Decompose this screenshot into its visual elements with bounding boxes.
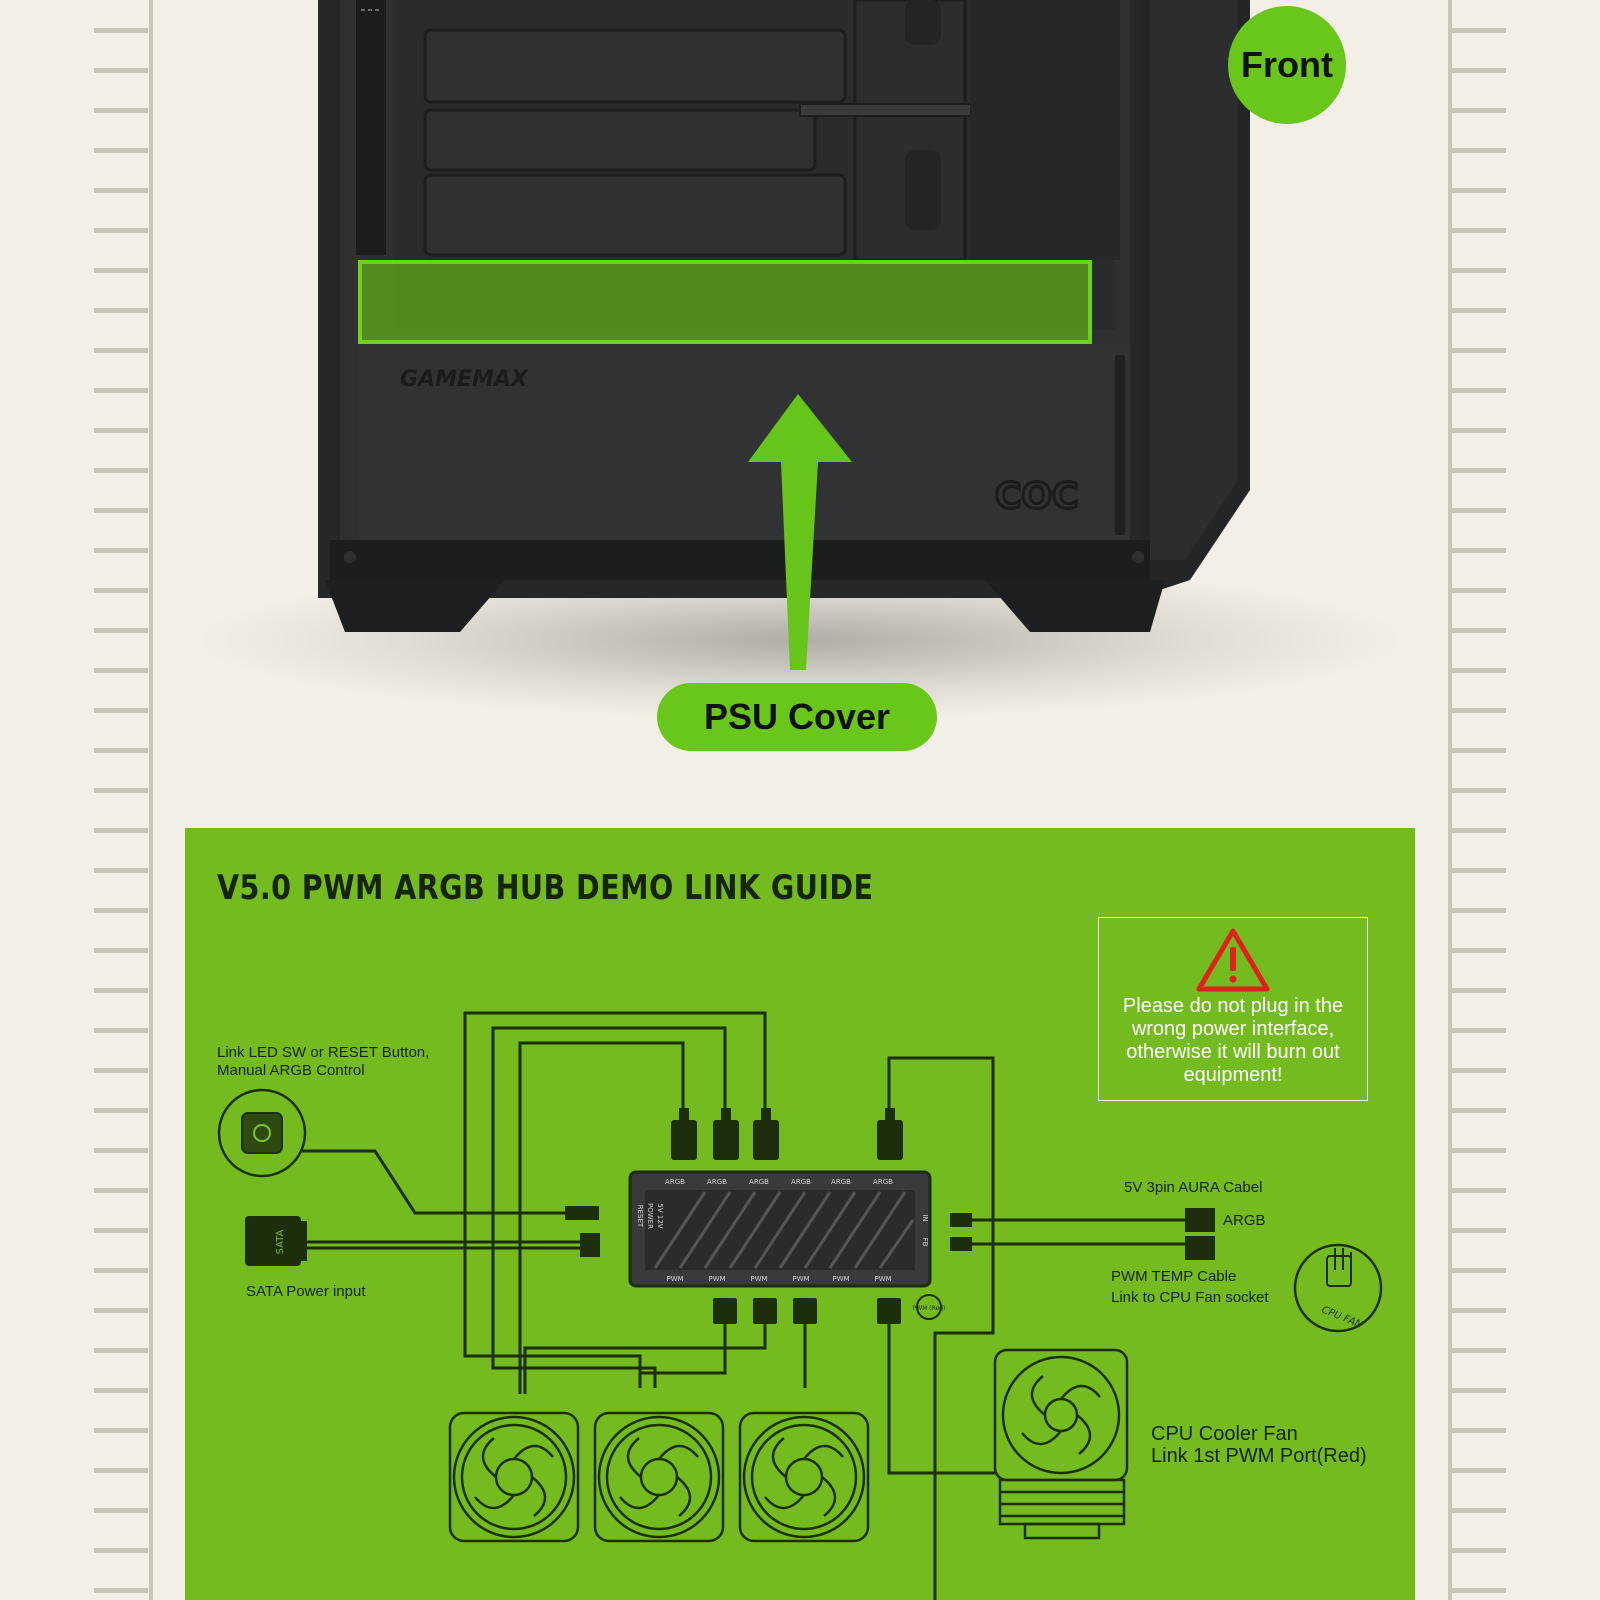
hub-left-port-label: RESET — [636, 1205, 644, 1228]
case-fan-icon — [593, 1411, 725, 1543]
sata-chip-text: SATA — [275, 1229, 286, 1254]
hub-top-port-label: ARGB — [665, 1178, 685, 1186]
cpu-cooler-label-line1: CPU Cooler Fan — [1151, 1423, 1298, 1445]
psu-cover-label: PSU Cover — [703, 696, 891, 737]
warning-box: Please do not plug in the wrong power in… — [1098, 917, 1368, 1101]
wiring-diagram: SATA ARGB ARGB ARGB ARGB ARGB ARGB — [217, 1011, 1383, 1600]
hub-bottom-port-label: PWM — [874, 1275, 891, 1283]
warning-text: Please do not plug in the wrong power in… — [1122, 995, 1344, 1086]
cpu-fan-socket-icon — [1326, 1248, 1352, 1287]
cpu-fan-socket-text: CPU FAN — [1320, 1305, 1364, 1332]
psu-cover-badge: PSU Cover — [657, 683, 937, 751]
front-badge: Front — [1228, 6, 1346, 124]
case-fan-icon — [448, 1411, 580, 1543]
case-fan-icon — [738, 1411, 870, 1543]
warning-icon — [1196, 928, 1270, 992]
sata-power-label: SATA Power input — [246, 1283, 366, 1300]
cpu-cooler-icon — [993, 1348, 1129, 1540]
led-button-icon — [253, 1124, 271, 1142]
argb-label: ARGB — [1223, 1212, 1266, 1229]
up-arrow-icon — [748, 394, 852, 670]
hub-right-port-label: FB — [921, 1238, 929, 1247]
hub-left-port-label: POWER — [646, 1203, 654, 1229]
sata-connector-icon: SATA — [245, 1216, 307, 1266]
led-sw-label-line1: Link LED SW or RESET Button, — [217, 1044, 430, 1061]
hub-bottom-port-label: PWM — [792, 1275, 809, 1283]
guide-title: V5.0 PWM ARGB HUB DEMO LINK GUIDE — [217, 868, 874, 908]
hub-top-port-label: ARGB — [873, 1178, 893, 1186]
hub-left-port-label: 5V 12V — [656, 1203, 664, 1228]
link-guide-panel: V5.0 PWM ARGB HUB DEMO LINK GUIDE — [185, 828, 1415, 1600]
cpu-cooler-label-line2: Link 1st PWM Port(Red) — [1151, 1445, 1367, 1467]
left-ruler-rail — [94, 0, 153, 1600]
hub-bottom-port-label: PWM — [708, 1275, 725, 1283]
front-label: Front — [1241, 44, 1333, 85]
pwm-temp-label-line2: Link to CPU Fan socket — [1111, 1289, 1269, 1306]
hub-top-port-label: ARGB — [791, 1178, 811, 1186]
hub-bottom-port-label: PWM — [666, 1275, 683, 1283]
hub-right-port-label: IN — [921, 1214, 929, 1221]
case-logo-mark: COC — [995, 476, 1078, 517]
pwm-red-marker-text: PWM (Red) — [913, 1305, 946, 1312]
hub-top-port-label: ARGB — [749, 1178, 769, 1186]
hub-bottom-port-label: PWM — [832, 1275, 849, 1283]
case-brand-text: GAMEMAX — [400, 367, 529, 392]
led-sw-label-line2: Manual ARGB Control — [217, 1062, 365, 1079]
right-ruler-rail — [1448, 0, 1506, 1600]
hub-top-port-label: ARGB — [707, 1178, 727, 1186]
pwm-temp-label-line1: PWM TEMP Cable — [1111, 1268, 1237, 1285]
aura-cable-label: 5V 3pin AURA Cabel — [1124, 1179, 1263, 1196]
hub-bottom-port-label: PWM — [750, 1275, 767, 1283]
hub-top-port-label: ARGB — [831, 1178, 851, 1186]
pc-case-illustration: GAMEMAX COC — [318, 0, 1250, 670]
